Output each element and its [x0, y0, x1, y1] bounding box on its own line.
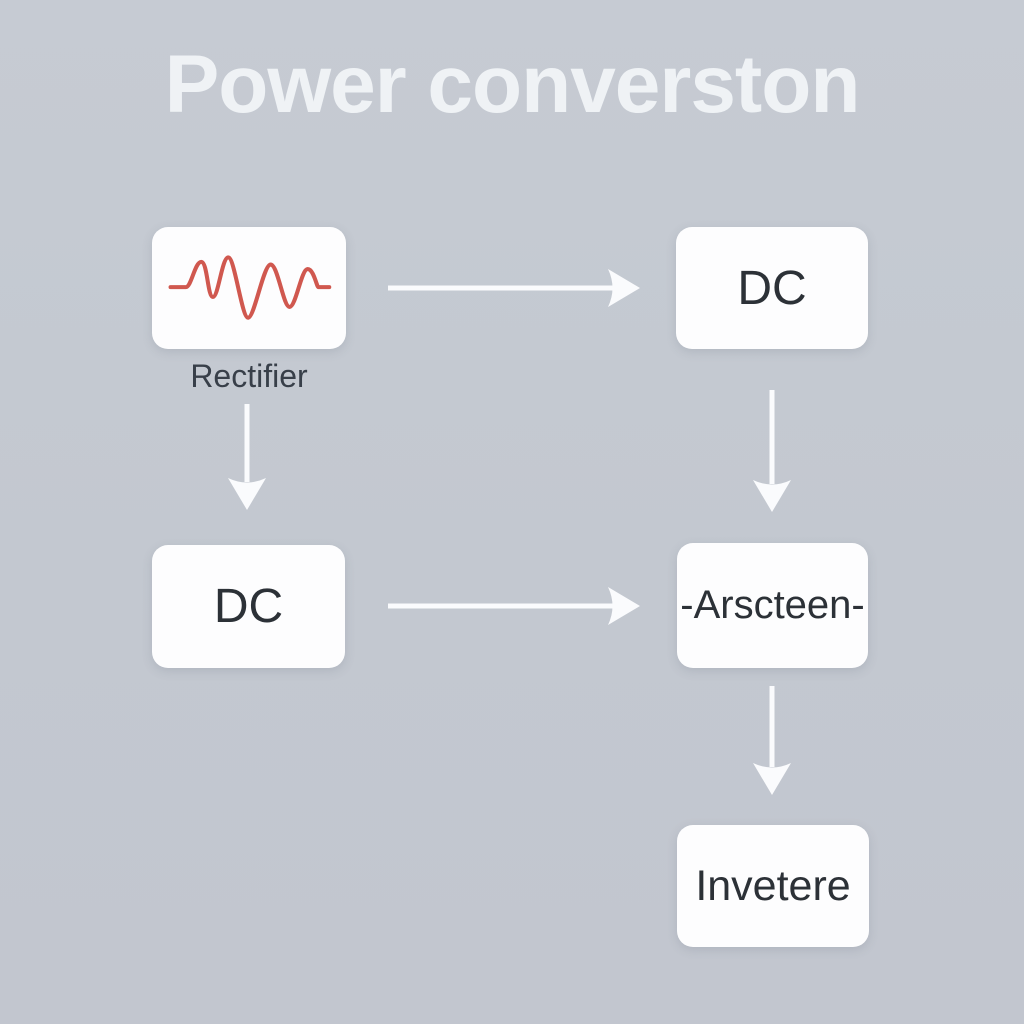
node-dc-left-label: DC: [213, 580, 284, 633]
node-dc-top-label: DC: [737, 261, 807, 315]
arrow-rectifier-to-dc-left: [228, 404, 266, 510]
node-dc-top: DC: [676, 227, 868, 349]
arrow-dc-left-to-arscteen: [388, 587, 640, 625]
ac-waveform-icon: [160, 233, 338, 343]
node-rectifier-caption: Rectifier: [190, 358, 308, 394]
node-rectifier: [152, 227, 346, 349]
arrow-rectifier-to-dc-top: [388, 269, 640, 307]
arrow-dc-top-to-arscteen: [753, 390, 791, 512]
node-arscteen: -Arscteen-: [677, 543, 868, 668]
node-arscteen-label: -Arscteen-: [680, 583, 865, 627]
page-title: Power converston: [164, 39, 861, 130]
node-invetere-label: Invetere: [695, 861, 851, 910]
arrow-arscteen-to-invetere: [753, 686, 791, 795]
node-dc-left: DC: [152, 545, 345, 668]
node-invetere: Invetere: [677, 825, 869, 947]
